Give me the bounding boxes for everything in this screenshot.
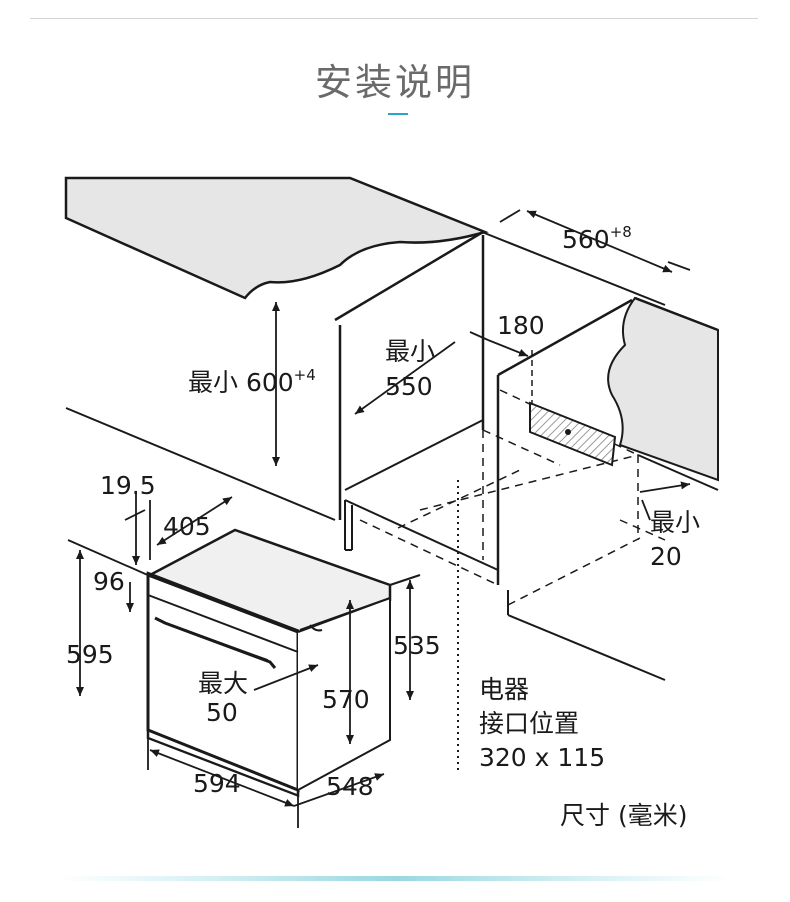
- units-label: 尺寸 (毫米): [560, 801, 687, 830]
- cabinet-niche: [65, 230, 719, 772]
- page-title: 安装说明: [315, 61, 475, 104]
- right-wall: [607, 296, 719, 482]
- title-accent-bar: [388, 113, 408, 115]
- cabinet-height-label: 最小 600+4: [188, 366, 316, 397]
- oven-depth-label: 548: [326, 772, 374, 801]
- bottom-divider: [60, 876, 730, 881]
- oven-panel-offset-label: 96: [93, 567, 125, 596]
- oven-height-570-label: 570: [322, 685, 370, 714]
- countertop: [64, 176, 489, 304]
- connection-label-line3: 320 x 115: [479, 743, 605, 772]
- cabinet-depth-label-line1: 最小: [385, 337, 435, 366]
- back-gap-label: 180: [497, 311, 545, 340]
- cabinet-depth-label-line2: 550: [385, 372, 433, 401]
- top-divider: [30, 18, 758, 19]
- side-gap-label-line1: 最小: [650, 508, 700, 537]
- connection-label-line2: 接口位置: [479, 709, 579, 738]
- dimension-lines: [67, 209, 691, 828]
- oven-top-offset-label: 19.5: [100, 471, 156, 500]
- oven-labels: 19.5 405 96 595 最大 50 570 535 594 548: [66, 471, 441, 801]
- oven: [146, 528, 421, 798]
- cabinet-labels: 最小 600+4 最小 550 560+8 180 最小 20 电器 接口位置 …: [188, 223, 700, 772]
- oven-total-height-label: 595: [66, 640, 114, 669]
- cabinet-width-label: 560+8: [562, 223, 632, 254]
- oven-top-depth-label: 405: [163, 512, 211, 541]
- oven-width-label: 594: [193, 769, 241, 798]
- oven-height-535-label: 535: [393, 631, 441, 660]
- side-gap-label-line2: 20: [650, 542, 682, 571]
- connection-box: [529, 350, 617, 467]
- connection-label-line1: 电器: [479, 675, 529, 704]
- oven-gap-label-line1: 最大: [198, 669, 248, 698]
- oven-gap-label-line2: 50: [206, 698, 238, 727]
